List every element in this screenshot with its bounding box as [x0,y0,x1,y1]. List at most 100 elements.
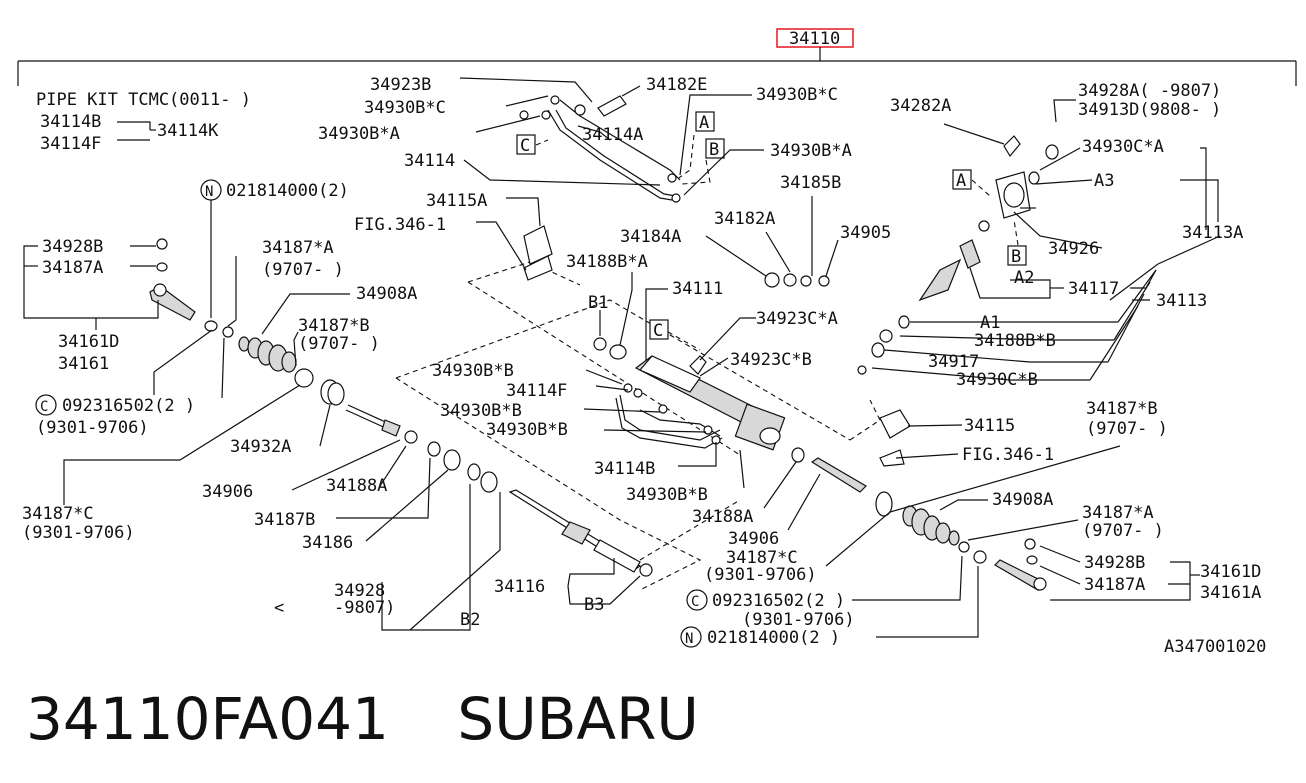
label-B1: B1 [588,293,608,313]
label-34930BA-top: 34930B*A [318,124,400,144]
label-9301-9706-c: (9301-9706) [704,565,817,585]
label-021814000-low: 021814000(2 ) [707,628,840,648]
label-34928B-left: 34928B [42,237,103,257]
ref-box-B-top: B [709,140,719,160]
label-34161D-left: 34161D [58,332,119,352]
label-34913D: 34913D(9808- ) [1078,100,1221,120]
label-drawing-code: A347001020 [1164,637,1266,657]
label-fig346-low: FIG.346-1 [962,445,1054,465]
circle-marks: N C C N [35,179,708,648]
label-A2: A2 [1014,268,1034,288]
n-mark-low: N [685,631,693,647]
label-34187B-right: 34187*B [1086,399,1158,419]
assembly-number-highlight [776,28,854,48]
label-34188A-mid: 34188A [692,507,753,527]
label-34926: 34926 [1048,239,1099,259]
label-9301-9706-a: (9301-9706) [36,418,149,438]
label-9707-d: (9707- ) [1082,521,1164,541]
label-34187C-mid: 34187*C [726,548,798,568]
label-34161D-right: 34161D [1200,562,1261,582]
label-34161-left: 34161 [58,354,109,374]
label-34930BC-top: 34930B*C [364,98,446,118]
label-B3: B3 [584,595,604,615]
part-number: 34110FA041 [26,685,389,753]
label-34113A: 34113A [1182,223,1243,243]
label-34930BB-4: 34930B*B [626,485,708,505]
label-34928A: 34928A( -9807) [1078,81,1221,101]
ref-boxes: A B C A B C [516,111,1027,351]
label-34906-left: 34906 [202,482,253,502]
label-34187A-star-left: 34187*A [262,238,334,258]
ref-box-C-mid: C [653,321,663,341]
right-parts [791,409,1047,591]
label-092316502-left: 092316502(2 ) [62,396,195,416]
label-9301-9706-d: (9301-9706) [742,610,855,630]
label-34188A-left: 34188A [326,476,387,496]
label-34114: 34114 [404,151,455,171]
label-34115: 34115 [964,416,1015,436]
label-34114K: 34114K [157,121,219,141]
label-34928-low: 34928 [334,581,385,601]
brand-name: SUBARU [457,685,699,753]
label-34908A-left: 34908A [356,284,417,304]
label-34186: 34186 [302,533,353,553]
dashed-outlines [395,261,881,591]
label-34928B-right: 34928B [1084,553,1145,573]
label-34184A: 34184A [620,227,681,247]
valve-assembly [857,135,1059,375]
boot-left [238,336,297,373]
label-B2: B2 [460,610,480,630]
assembly-bracket: 34110 [17,28,1297,86]
label-34114B-low: 34114B [594,459,655,479]
label-34116: 34116 [494,577,545,597]
left-parts [149,238,653,577]
label-34932A: 34932A [230,437,291,457]
c-mark-low: C [691,594,699,610]
label-34111: 34111 [672,279,723,299]
label-9301-9706-b: (9301-9706) [22,523,135,543]
c-mark-left: C [40,399,48,415]
label-34114B: 34114B [40,112,101,132]
label-fig346-top: FIG.346-1 [354,215,446,235]
label-34115A: 34115A [426,191,487,211]
label-34188BA: 34188B*A [566,252,648,272]
label-34187C-left: 34187*C [22,504,94,524]
ref-box-B-right: B [1011,247,1021,267]
label-9707-a: (9707- ) [262,260,344,280]
label-A3: A3 [1094,171,1114,191]
label-34917: 34917 [928,352,979,372]
label-34182E: 34182E [646,75,707,95]
label-021814000-top: 021814000(2) [226,181,349,201]
label-34187B-star-left: 34187*B [298,316,370,336]
label-34117: 34117 [1068,279,1119,299]
label-bracket-lt: < [274,598,284,618]
seal-parts [764,272,830,288]
callout-labels: PIPE KIT TCMC(0011- ) 34114B 34114F 3411… [22,75,1266,657]
ref-box-A-right: A [956,171,966,191]
label-34114F: 34114F [506,381,567,401]
pipe-set [519,95,681,203]
label-34906-mid: 34906 [728,529,779,549]
label-34905: 34905 [840,223,891,243]
tie-rod-end-right [994,559,1041,591]
label-34187A-right: 34187A [1084,575,1145,595]
label-34930BC-right: 34930B*C [756,85,838,105]
label-34187A-star-right: 34187*A [1082,503,1154,523]
label-9807: -9807) [334,598,395,618]
ref-box-A-top: A [699,113,709,133]
label-34113: 34113 [1156,291,1207,311]
label-34908A-right: 34908A [992,490,1053,510]
label-34161A-right: 34161A [1200,583,1261,603]
label-34923B: 34923B [370,75,431,95]
label-34930CA: 34930C*A [1082,137,1164,157]
label-9707-c: (9707- ) [1086,419,1168,439]
label-34930BB-3: 34930B*B [486,420,568,440]
label-34185B: 34185B [780,173,841,193]
rack-shaft [508,489,653,577]
label-34923CA: 34923C*A [756,309,838,329]
label-9707-b: (9707- ) [298,334,380,354]
label-34114A: 34114A [582,125,643,145]
footer-title: 34110FA041 SUBARU [26,684,699,754]
label-34930BB-1: 34930B*B [432,361,514,381]
label-34930BA-right: 34930B*A [770,141,852,161]
